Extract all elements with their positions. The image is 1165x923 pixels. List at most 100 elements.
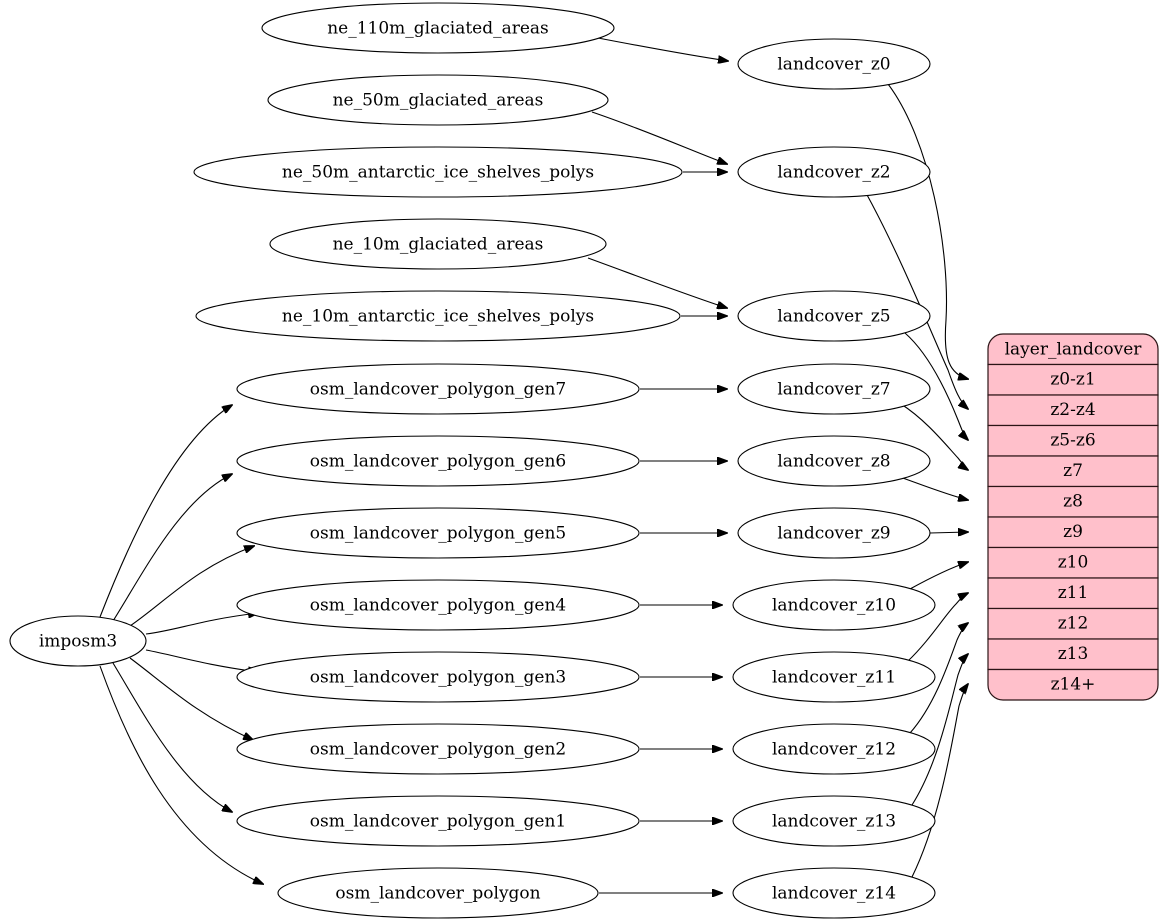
table-row-cell[interactable]	[987, 668, 1159, 701]
table-row-cell[interactable]	[987, 394, 1159, 427]
edge-imposm3-gen2	[129, 657, 253, 740]
table-row-label: z7	[1063, 461, 1083, 481]
edge-imposm3-gen3	[145, 649, 258, 672]
node-shape	[277, 867, 599, 919]
node-label: landcover_z13	[772, 812, 896, 832]
node-osm-landcover-polygon-gen1[interactable]: osm_landcover_polygon_gen1	[236, 795, 640, 847]
node-osm-landcover-polygon-gen5[interactable]: osm_landcover_polygon_gen5	[236, 507, 640, 559]
edge-lcz0-row-z0z1	[887, 83, 968, 379]
node-shape	[737, 435, 931, 487]
node-ne-10m-antarctic-ice-shelves-polys[interactable]: ne_10m_antarctic_ice_shelves_polys	[195, 290, 681, 342]
table-row-label: z12	[1058, 614, 1089, 634]
table-row-cell[interactable]	[987, 516, 1159, 549]
node-shape	[236, 435, 640, 487]
node-osm-landcover-polygon-gen4[interactable]: osm_landcover_polygon_gen4	[236, 579, 640, 631]
table-row-label: z14+	[1051, 675, 1096, 695]
node-label: osm_landcover_polygon_gen7	[310, 380, 566, 400]
table-header-cell	[987, 333, 1159, 366]
node-label: osm_landcover_polygon_gen4	[310, 596, 566, 616]
edge-ne50ga-lcz2	[591, 111, 727, 164]
edge-imposm3-gen5	[129, 546, 254, 627]
node-shape	[9, 615, 147, 667]
edge-imposm3-gen6	[112, 474, 232, 622]
node-ne-50m-glaciated-areas[interactable]: ne_50m_glaciated_areas	[267, 74, 609, 126]
node-landcover-z13[interactable]: landcover_z13	[732, 795, 936, 847]
edge-imposm3-gen1	[112, 662, 232, 812]
node-landcover-z9[interactable]: landcover_z9	[737, 507, 931, 559]
node-label: landcover_z9	[777, 524, 890, 544]
node-landcover-z11[interactable]: landcover_z11	[732, 651, 936, 703]
edge-imposm3-gen7	[99, 405, 232, 618]
edge-group-imposm3-to-osm	[99, 405, 263, 884]
node-ne-10m-glaciated-areas[interactable]: ne_10m_glaciated_areas	[269, 218, 607, 270]
node-shape	[236, 363, 640, 415]
node-osm-landcover-polygon-gen2[interactable]: osm_landcover_polygon_gen2	[236, 723, 640, 775]
node-osm-landcover-polygon-gen7[interactable]: osm_landcover_polygon_gen7	[236, 363, 640, 415]
node-landcover-z2[interactable]: landcover_z2	[737, 146, 931, 198]
table-row-label: z0-z1	[1050, 370, 1095, 390]
edge-lcz10-row-z10	[909, 562, 968, 590]
node-imposm3[interactable]: imposm3	[9, 615, 147, 667]
node-label: osm_landcover_polygon_gen1	[310, 812, 566, 832]
node-landcover-z0[interactable]: landcover_z0	[737, 38, 931, 90]
node-shape	[737, 363, 931, 415]
edge-lcz7-row-z7	[900, 403, 968, 470]
node-group-osm: osm_landcover_polygon_gen7 osm_landcover…	[236, 363, 640, 919]
node-landcover-z10[interactable]: landcover_z10	[732, 579, 936, 631]
layer-landcover-table[interactable]: layer_landcover z0-z1 z2-z4 z5-z6 z7 z8 …	[987, 333, 1159, 701]
node-shape	[261, 2, 615, 54]
node-label: ne_50m_glaciated_areas	[333, 91, 544, 111]
table-row-cell[interactable]	[987, 638, 1159, 671]
node-landcover-z14[interactable]: landcover_z14	[732, 867, 936, 919]
node-landcover-z7[interactable]: landcover_z7	[737, 363, 931, 415]
table-row-label: z13	[1058, 644, 1089, 664]
node-label: imposm3	[39, 632, 117, 652]
node-label: landcover_z7	[777, 380, 890, 400]
node-shape	[236, 507, 640, 559]
node-osm-landcover-polygon-gen3[interactable]: osm_landcover_polygon_gen3	[236, 651, 640, 703]
node-ne-50m-antarctic-ice-shelves-polys[interactable]: ne_50m_antarctic_ice_shelves_polys	[193, 146, 683, 198]
node-osm-landcover-polygon-gen6[interactable]: osm_landcover_polygon_gen6	[236, 435, 640, 487]
edge-group-osm-to-landcover	[599, 389, 727, 893]
table-row-cell[interactable]	[987, 363, 1159, 396]
table-row-label: z2-z4	[1050, 400, 1095, 420]
table-row-cell[interactable]	[987, 607, 1159, 640]
node-label: landcover_z11	[772, 668, 896, 688]
table-row-label: z10	[1058, 553, 1089, 573]
node-label: landcover_z5	[777, 307, 890, 327]
node-shape	[732, 651, 936, 703]
edge-group-ne-to-landcover	[587, 37, 728, 316]
node-shape	[193, 146, 683, 198]
edge-imposm3-gen4	[145, 613, 258, 635]
table-row-cell[interactable]	[987, 577, 1159, 610]
node-label: ne_10m_glaciated_areas	[333, 235, 544, 255]
edge-lcz8-row-z8	[899, 476, 968, 500]
node-shape	[737, 38, 931, 90]
table-row-label: z5-z6	[1050, 431, 1095, 451]
node-landcover-z5[interactable]: landcover_z5	[737, 290, 931, 342]
node-shape	[737, 507, 931, 559]
node-shape	[236, 579, 640, 631]
node-shape	[737, 146, 931, 198]
edge-group-landcover-to-table	[865, 83, 968, 878]
node-landcover-z8[interactable]: landcover_z8	[737, 435, 931, 487]
node-shape	[195, 290, 681, 342]
node-label: osm_landcover_polygon	[335, 884, 540, 904]
edge-lcz12-row-z12	[909, 623, 968, 734]
node-label: ne_10m_antarctic_ice_shelves_polys	[282, 307, 594, 327]
node-shape	[236, 723, 640, 775]
table-row-label: z9	[1063, 522, 1083, 542]
node-shape	[737, 290, 931, 342]
table-row-label: z11	[1058, 583, 1089, 603]
node-label: osm_landcover_polygon_gen5	[310, 524, 566, 544]
node-label: landcover_z12	[772, 740, 896, 760]
node-shape	[269, 218, 607, 270]
node-landcover-z12[interactable]: landcover_z12	[732, 723, 936, 775]
node-shape	[732, 795, 936, 847]
node-ne-110m-glaciated-areas[interactable]: ne_110m_glaciated_areas	[261, 2, 615, 54]
edge-lcz11-row-z11	[907, 593, 968, 662]
node-shape	[267, 74, 609, 126]
node-osm-landcover-polygon[interactable]: osm_landcover_polygon	[277, 867, 599, 919]
